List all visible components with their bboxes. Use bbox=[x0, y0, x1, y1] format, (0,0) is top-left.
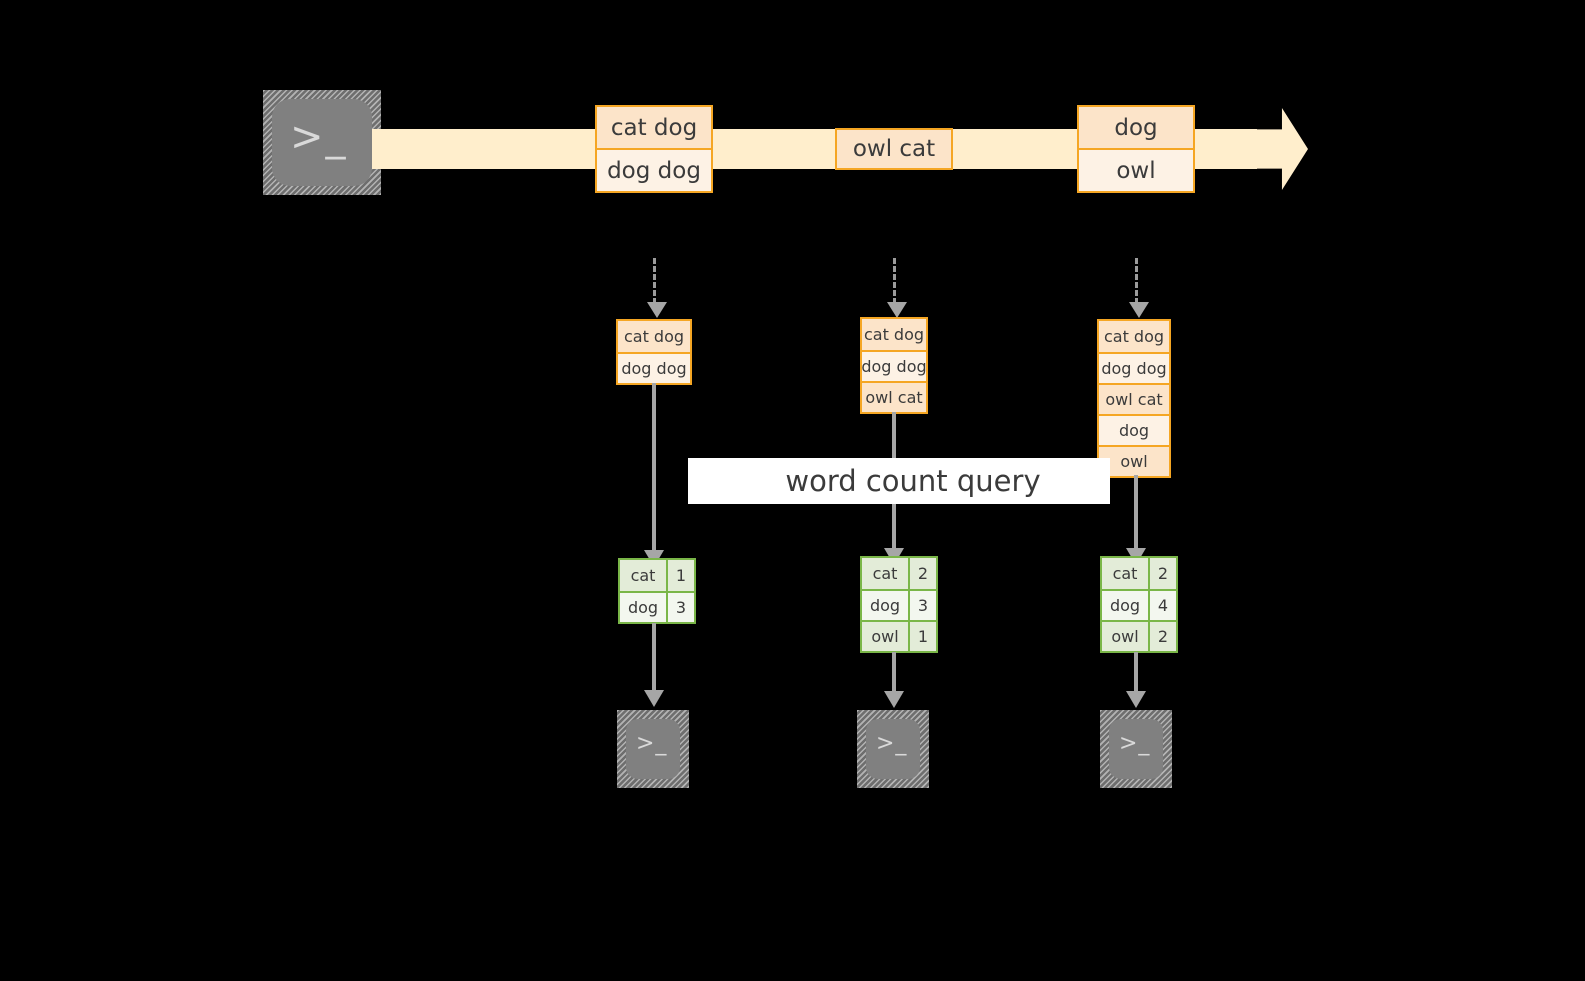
right-arrow-icon bbox=[1246, 108, 1308, 190]
stream-event-line: owl cat bbox=[837, 130, 951, 168]
table-row: dog 4 bbox=[1102, 589, 1176, 620]
stream-event-1: cat dog dog dog bbox=[595, 105, 713, 193]
table-row: cat 2 bbox=[862, 558, 936, 589]
query-label: word count query bbox=[785, 464, 1041, 498]
result-count: 1 bbox=[908, 622, 936, 651]
ingest-arrow-3 bbox=[1129, 258, 1149, 318]
stream-event-line: dog bbox=[1079, 107, 1193, 148]
result-word: cat bbox=[862, 558, 908, 589]
result-word: dog bbox=[620, 593, 666, 622]
snapshot-row: cat dog bbox=[862, 319, 926, 350]
stream-event-line: cat dog bbox=[597, 107, 711, 148]
stream-event-2: owl cat bbox=[835, 128, 953, 170]
result-count: 3 bbox=[908, 591, 936, 620]
stream-event-line: owl bbox=[1079, 148, 1193, 191]
snapshot-row: cat dog bbox=[618, 321, 690, 352]
table-row: owl 1 bbox=[862, 620, 936, 651]
query-label-band: word count query bbox=[688, 458, 1110, 504]
result-word: cat bbox=[620, 560, 666, 591]
arrowhead-icon bbox=[1129, 302, 1149, 318]
snapshot-row: owl cat bbox=[1099, 383, 1169, 414]
terminal-prompt-glyph: >_ bbox=[876, 731, 908, 756]
snapshot-row: dog dog bbox=[618, 352, 690, 383]
arrowhead-icon bbox=[884, 691, 904, 708]
terminal-screen: >_ bbox=[626, 719, 680, 779]
table-row: cat 1 bbox=[620, 560, 694, 591]
sink-arrow-3 bbox=[1126, 652, 1146, 708]
query-arrow-1 bbox=[644, 383, 664, 567]
result-word: dog bbox=[1102, 591, 1148, 620]
arrowhead-icon bbox=[1126, 691, 1146, 708]
result-table-3: cat 2 dog 4 owl 2 bbox=[1100, 556, 1178, 653]
sink-terminal-icon-3: >_ bbox=[1100, 710, 1172, 788]
snapshot-row: cat dog bbox=[1099, 321, 1169, 352]
terminal-screen: >_ bbox=[866, 719, 920, 779]
result-table-2: cat 2 dog 3 owl 1 bbox=[860, 556, 938, 653]
query-arrow-3 bbox=[1126, 475, 1146, 565]
ingest-arrow-2 bbox=[887, 258, 907, 318]
sink-arrow-2 bbox=[884, 652, 904, 708]
sink-terminal-icon-2: >_ bbox=[857, 710, 929, 788]
terminal-screen: >_ bbox=[272, 99, 372, 186]
source-terminal-icon: >_ bbox=[263, 90, 381, 195]
snapshot-row: dog dog bbox=[1099, 352, 1169, 383]
sink-arrow-1 bbox=[644, 623, 664, 707]
snapshot-row: dog bbox=[1099, 414, 1169, 445]
snapshot-row: owl bbox=[1099, 445, 1169, 476]
terminal-prompt-glyph: >_ bbox=[636, 731, 668, 756]
terminal-prompt-glyph: >_ bbox=[1119, 731, 1151, 756]
snapshot-row: dog dog bbox=[861, 350, 927, 381]
result-count: 4 bbox=[1148, 591, 1176, 620]
table-row: owl 2 bbox=[1102, 620, 1176, 651]
result-count: 2 bbox=[1148, 558, 1176, 589]
snapshot-table-1: cat dog dog dog bbox=[616, 319, 692, 385]
arrowhead-icon bbox=[644, 690, 664, 707]
result-count: 2 bbox=[908, 558, 936, 589]
result-word: owl bbox=[1102, 622, 1148, 651]
result-table-1: cat 1 dog 3 bbox=[618, 558, 696, 624]
stream-event-line: dog dog bbox=[597, 148, 711, 191]
table-row: dog 3 bbox=[862, 589, 936, 620]
arrowhead-icon bbox=[887, 302, 907, 318]
result-word: owl bbox=[862, 622, 908, 651]
ingest-arrow-1 bbox=[647, 258, 667, 318]
snapshot-row: owl cat bbox=[862, 381, 926, 412]
result-count: 2 bbox=[1148, 622, 1176, 651]
arrowhead-icon bbox=[647, 302, 667, 318]
snapshot-table-2: cat dog dog dog owl cat bbox=[860, 317, 928, 414]
result-count: 3 bbox=[666, 593, 694, 622]
table-row: dog 3 bbox=[620, 591, 694, 622]
sink-terminal-icon-1: >_ bbox=[617, 710, 689, 788]
terminal-prompt-glyph: >_ bbox=[290, 114, 348, 160]
snapshot-table-3: cat dog dog dog owl cat dog owl bbox=[1097, 319, 1171, 478]
terminal-screen: >_ bbox=[1109, 719, 1163, 779]
result-word: dog bbox=[862, 591, 908, 620]
result-word: cat bbox=[1102, 558, 1148, 589]
result-count: 1 bbox=[666, 560, 694, 591]
table-row: cat 2 bbox=[1102, 558, 1176, 589]
stream-event-3: dog owl bbox=[1077, 105, 1195, 193]
